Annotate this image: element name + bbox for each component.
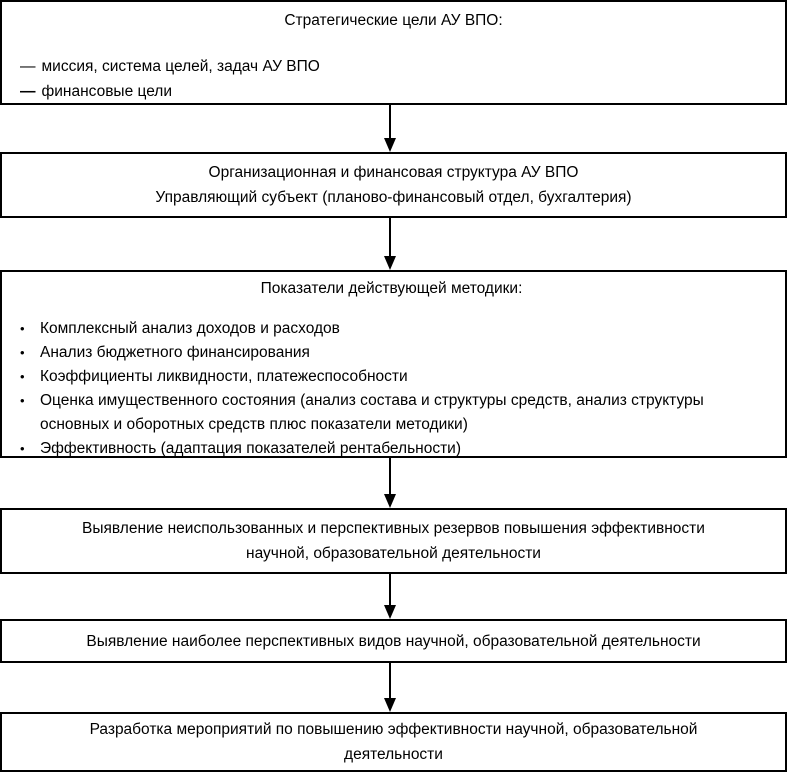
indicators-list: Комплексный анализ доходов и расходов Ан… [18, 317, 765, 456]
indicator-item: Анализ бюджетного финансирования [18, 341, 765, 365]
box-measures: Разработка мероприятий по повышению эффе… [0, 712, 787, 772]
arrow-down-icon [382, 105, 398, 152]
arrow-head [384, 256, 396, 270]
box-org-structure: Организационная и финансовая структура А… [0, 152, 787, 218]
arrow-head [384, 138, 396, 152]
reserves-line: научной, образовательной деятельности [246, 545, 541, 562]
org-structure-line: Организационная и финансовая структура А… [208, 164, 579, 181]
arrow-shaft [389, 218, 391, 256]
arrow-shaft [389, 458, 391, 494]
arrow-shaft [389, 574, 391, 605]
strategic-goals-list: — миссия, система целей, задач АУ ВПО — фи… [20, 54, 767, 103]
box-strategic-goals-title: Стратегические цели АУ ВПО: [284, 12, 503, 29]
indicator-item: Эффективность (адаптация показателей рен… [18, 437, 765, 456]
strategic-goal-text: финансовые цели [41, 83, 173, 100]
reserves-line: Выявление неиспользованных и перспективн… [82, 520, 705, 537]
box-indicators-title: Показатели действующей методики: [260, 280, 523, 297]
measures-line: деятельности [344, 746, 443, 763]
box-reserves: Выявление неиспользованных и перспективн… [0, 508, 787, 574]
indicator-item: Оценка имущественного состояния (анализ … [18, 389, 765, 437]
box-indicators: Показатели действующей методики: Комплек… [0, 270, 787, 458]
strategic-goal-item: — миссия, система целей, задач АУ ВПО [20, 54, 767, 79]
measures-line: Разработка мероприятий по повышению эффе… [89, 721, 698, 738]
arrow-head [384, 494, 396, 508]
arrow-down-icon [382, 663, 398, 712]
em-dash-marker: — [20, 58, 36, 75]
indicator-item: Комплексный анализ доходов и расходов [18, 317, 765, 341]
promising-types-line: Выявление наиболее перспективных видов н… [86, 632, 701, 650]
arrow-down-icon [382, 574, 398, 619]
arrow-shaft [389, 663, 391, 698]
em-dash-marker-bold: — [20, 83, 36, 100]
arrow-head [384, 605, 396, 619]
arrow-down-icon [382, 218, 398, 270]
arrow-head [384, 698, 396, 712]
arrow-shaft [389, 105, 391, 138]
strategic-goal-item: — финансовые цели [20, 79, 767, 103]
strategic-goal-text: миссия, система целей, задач АУ ВПО [41, 58, 320, 75]
box-promising-types: Выявление наиболее перспективных видов н… [0, 619, 787, 663]
org-structure-line: Управляющий субъект (планово-финансовый … [155, 189, 632, 206]
box-strategic-goals: Стратегические цели АУ ВПО: — миссия, сис… [0, 0, 787, 105]
arrow-down-icon [382, 458, 398, 508]
indicator-item: Коэффициенты ликвидности, платежеспособн… [18, 365, 765, 389]
